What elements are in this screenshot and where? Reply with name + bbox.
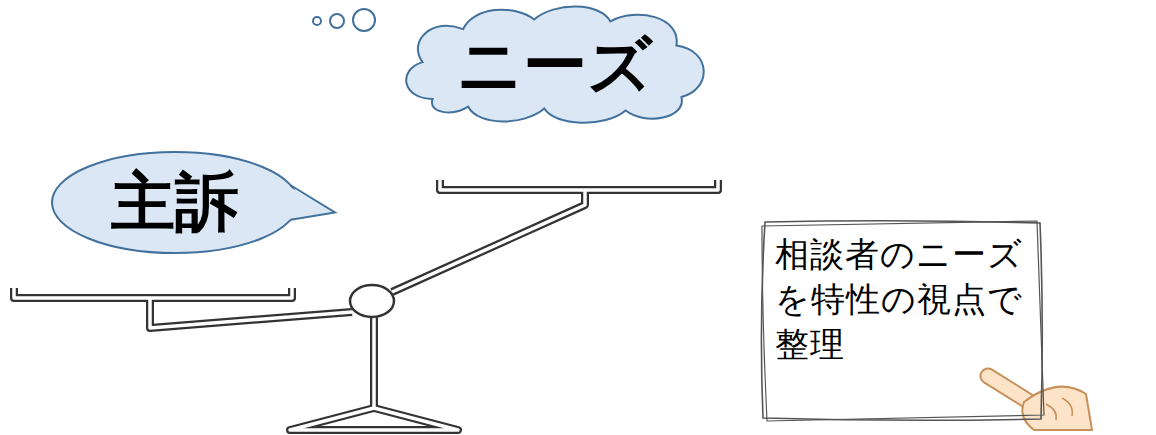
note-text: 相談者のニーズ を特性の視点で 整理	[775, 232, 1023, 367]
note-border-inner	[762, 221, 1044, 421]
thought-cloud: ニーズ	[392, 2, 717, 128]
note-box: 相談者のニーズ を特性の視点で 整理	[757, 218, 1046, 423]
bubble-tail-fill	[287, 185, 335, 220]
bubble-tail	[291, 185, 335, 220]
cloud-shape	[406, 7, 703, 123]
note-border-outer	[761, 221, 1042, 421]
shape-label: 主訴	[111, 167, 239, 237]
speech-bubble: 主訴	[50, 150, 300, 255]
thought-dots	[313, 9, 375, 31]
cloud-path	[406, 7, 703, 123]
shape-label: ニーズ	[457, 30, 653, 100]
bubble-body	[52, 152, 298, 253]
pointing-hand	[988, 376, 1092, 430]
